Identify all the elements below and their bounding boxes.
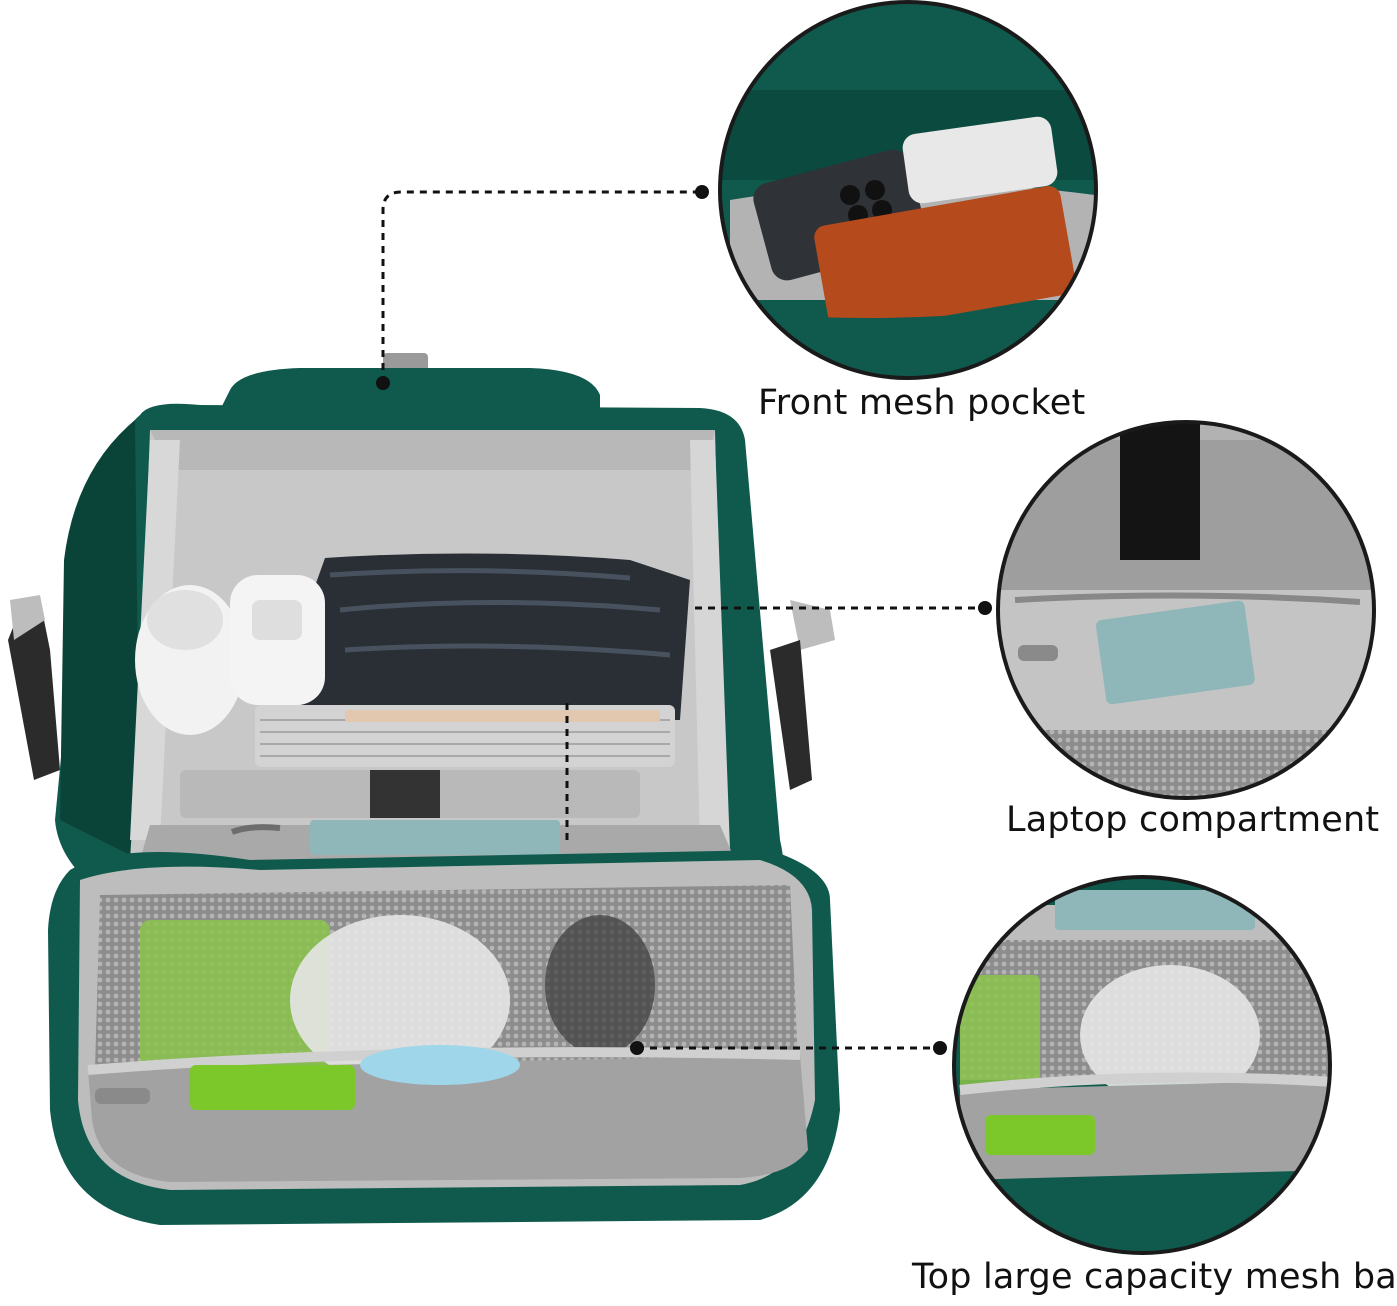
- detail-circle-border: [996, 420, 1376, 800]
- detail-front-pocket: [720, 2, 1096, 378]
- callout-dots: [376, 185, 992, 1055]
- label-top-mesh-bag: Top large capacity mesh bag: [912, 1257, 1397, 1297]
- detail-circle-border: [952, 875, 1332, 1255]
- callout-lines: [381, 190, 985, 1050]
- detail-circle-border: [718, 0, 1098, 380]
- backpack-main: [8, 353, 840, 1225]
- label-laptop-compartment: Laptop compartment: [1006, 800, 1380, 840]
- label-front-mesh-pocket: Front mesh pocket: [758, 383, 1086, 423]
- detail-laptop-compartment: [998, 422, 1374, 798]
